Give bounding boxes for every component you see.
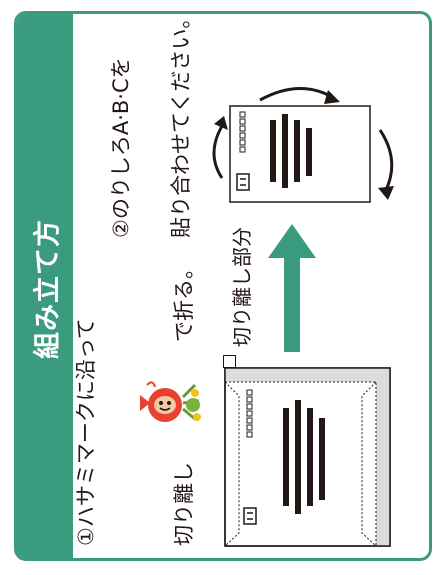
step1-line1: ①ハサミマークに沿って <box>74 318 98 546</box>
legend-label: 切り離し部分 <box>230 227 254 347</box>
step1-line2-part1: 切り離し <box>172 462 196 546</box>
step2-line1: ②のりしろA·B·Cを <box>109 57 133 238</box>
up-arrow-icon <box>268 224 316 352</box>
header-band: 組み立て方 <box>17 14 73 558</box>
envelope-folding-diagram <box>224 367 391 547</box>
mascot-illustration <box>140 381 201 422</box>
header-title: 組み立て方 <box>32 219 64 359</box>
step1-line2-part2: で折る。 <box>172 258 196 342</box>
envelope-gluing-diagram <box>212 87 394 203</box>
instruction-card: 組み立て方 <box>14 11 432 561</box>
step2-line2: 貼り合わせてください。 <box>169 7 193 238</box>
legend-swatch <box>223 355 236 368</box>
